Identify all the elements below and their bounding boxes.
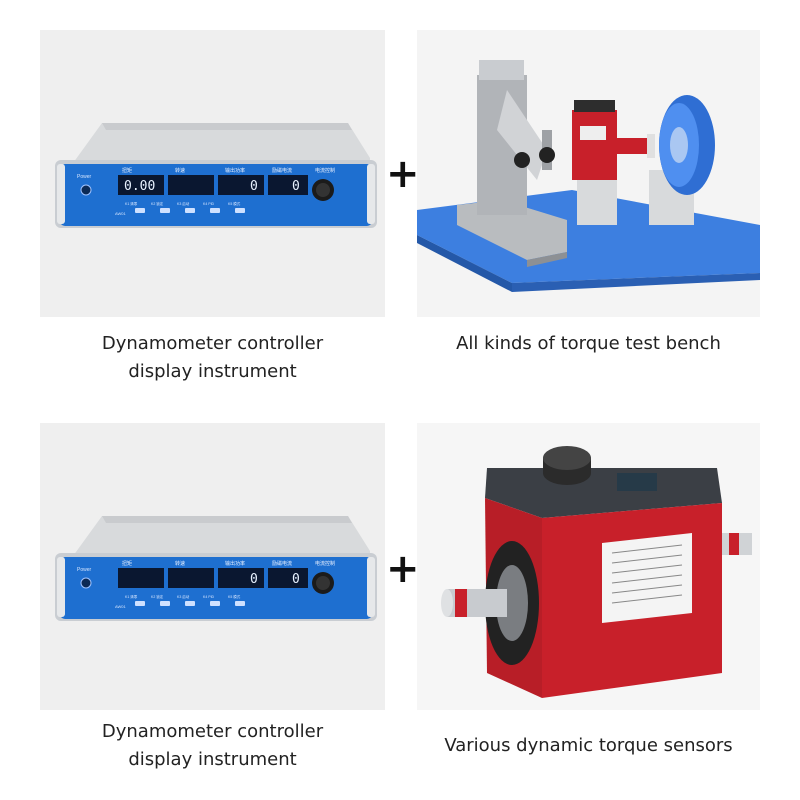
caption-line: display instrument xyxy=(128,749,297,770)
power-readout: 0 xyxy=(250,179,258,194)
button-label: K4 PID xyxy=(203,595,215,599)
channel-header: 电流控制 xyxy=(315,560,335,567)
channel-header: 输出功率 xyxy=(225,167,245,174)
button-label: K1 清零 xyxy=(125,594,138,599)
button-label: K2 锁定 xyxy=(151,594,164,599)
channel-header: 励磁电流 xyxy=(272,167,292,174)
caption-line: display instrument xyxy=(128,361,297,382)
controller-image-2: Power AW01 扭矩 转速 输出功率 励磁电流 电流控制 0 0 K1 清… xyxy=(40,423,385,710)
caption-torque-sensors: Various dynamic torque sensors xyxy=(417,732,760,760)
button-label: K4 PID xyxy=(203,202,215,206)
power-readout: 0 xyxy=(250,572,258,587)
controller-drawing: Power AW01 扭矩 转速 输出功率 励磁电流 电流控制 0 0 K1 清… xyxy=(55,516,377,621)
caption-controller-2: Dynamometer controller display instrumen… xyxy=(40,718,385,774)
model-label: AW01 xyxy=(115,604,127,609)
test-bench-drawing xyxy=(417,60,760,292)
power-label: Power xyxy=(77,567,92,573)
torque-readout: 0.00 xyxy=(124,179,155,194)
caption-line: All kinds of torque test bench xyxy=(456,333,721,354)
plus-sign: + xyxy=(386,546,420,592)
channel-header: 扭矩 xyxy=(122,167,132,174)
button-label: K5 模式 xyxy=(228,201,241,206)
controller-drawing: Power AW01 扭矩 转速 输出功率 励磁电流 电流控制 0.00 0 0… xyxy=(55,123,377,228)
caption-test-bench: All kinds of torque test bench xyxy=(417,330,760,358)
button-label: K5 模式 xyxy=(228,594,241,599)
model-label: AW01 xyxy=(115,211,127,216)
power-label: Power xyxy=(77,174,92,180)
channel-header: 电流控制 xyxy=(315,167,335,174)
caption-line: Dynamometer controller xyxy=(101,333,324,354)
plus-sign: + xyxy=(386,151,420,197)
channel-header: 扭矩 xyxy=(122,560,132,567)
current-readout: 0 xyxy=(292,179,300,194)
controller-image-1: Power AW01 扭矩 转速 输出功率 励磁电流 电流控制 0.00 0 0… xyxy=(40,30,385,317)
current-readout: 0 xyxy=(292,572,300,587)
torque-test-bench-image xyxy=(417,30,760,317)
button-label: K2 锁定 xyxy=(151,201,164,206)
torque-sensor-drawing xyxy=(441,446,752,698)
torque-sensor-image xyxy=(417,423,760,710)
caption-line: Various dynamic torque sensors xyxy=(444,735,733,756)
button-label: K3 启动 xyxy=(177,594,190,599)
channel-header: 转速 xyxy=(175,167,185,174)
caption-controller-1: Dynamometer controller display instrumen… xyxy=(40,330,385,386)
channel-header: 励磁电流 xyxy=(272,560,292,567)
button-label: K3 启动 xyxy=(177,201,190,206)
button-label: K1 清零 xyxy=(125,201,138,206)
channel-header: 转速 xyxy=(175,560,185,567)
caption-line: Dynamometer controller xyxy=(101,721,324,742)
channel-header: 输出功率 xyxy=(225,560,245,567)
